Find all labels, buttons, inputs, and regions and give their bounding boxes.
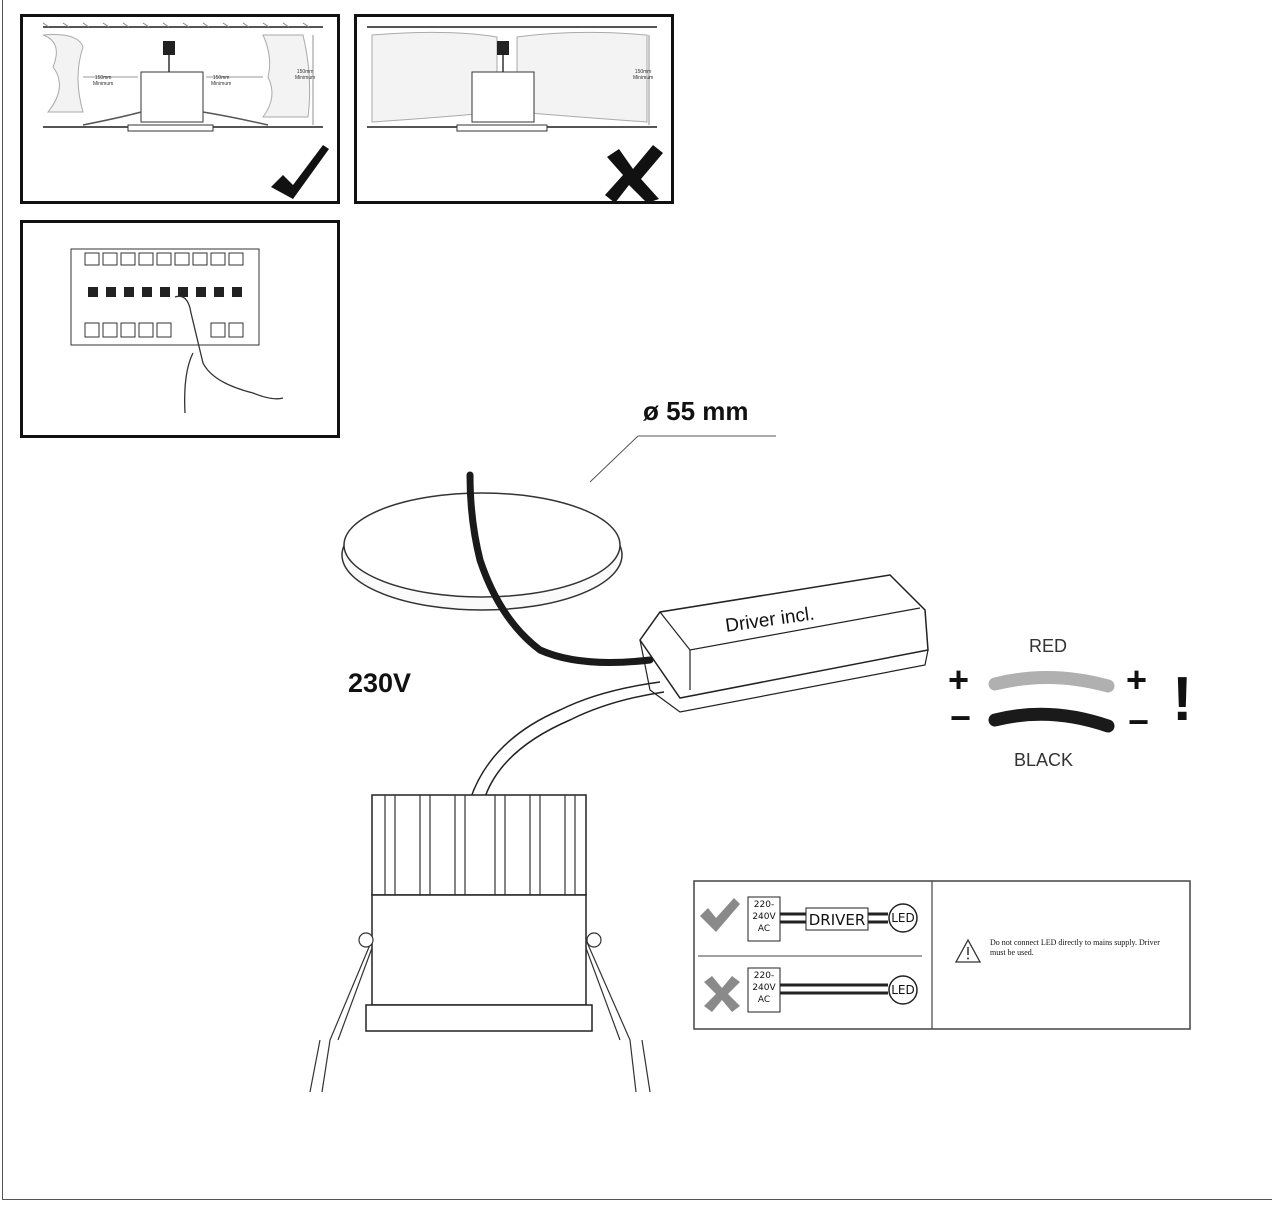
dim-left-label: 150mm Minimum xyxy=(93,75,114,87)
checkmark-icon xyxy=(271,145,329,199)
wiring-instructions-box xyxy=(693,880,1191,1030)
plus-left: + xyxy=(948,659,970,700)
circuit-breaker-drawing xyxy=(70,248,284,414)
dim-height-label-incorrect: 150mm Minimum xyxy=(633,69,654,81)
incorrect-installation-drawing xyxy=(367,26,663,201)
minus-left: − xyxy=(950,697,972,738)
x-icon xyxy=(704,976,740,1012)
led-label-correct: LED xyxy=(891,911,915,925)
black-wire xyxy=(988,707,1115,733)
driver-box xyxy=(639,574,929,713)
minus-right: − xyxy=(1128,701,1150,742)
supply-label-correct: 220- 240V AC xyxy=(752,900,776,934)
diameter-leader-line xyxy=(589,435,639,483)
driver-box-label: DRIVER xyxy=(808,911,866,929)
cross-icon xyxy=(605,145,663,201)
red-wire xyxy=(988,670,1115,693)
wiring-warning-text: Do not connect LED directly to mains sup… xyxy=(990,938,1160,957)
downlight-fixture xyxy=(309,794,651,1093)
correct-installation-drawing xyxy=(42,22,329,199)
circuit-breaker-panel xyxy=(20,220,340,438)
power-wire-2 xyxy=(483,691,665,801)
dim-height-label: 150mm Minimum xyxy=(295,69,316,81)
red-wire-label: RED xyxy=(1029,636,1068,656)
supply-label-incorrect: 220- 240V AC xyxy=(752,971,776,1005)
correct-installation-panel: 150mm Minimum 150mm Minimum 150mm Minimu… xyxy=(20,14,340,204)
led-disc xyxy=(341,492,623,611)
diameter-label: ø 55 mm xyxy=(643,396,749,426)
check-icon xyxy=(700,898,740,932)
voltage-label: 230V xyxy=(348,668,412,698)
power-wire-1 xyxy=(469,681,661,801)
hand-icon xyxy=(174,295,284,414)
black-wire-label: BLACK xyxy=(1014,750,1074,770)
black-cable xyxy=(466,471,654,666)
led-label-incorrect: LED xyxy=(891,983,915,997)
plus-right: + xyxy=(1126,659,1148,700)
warning-exclamation: ! xyxy=(1172,665,1193,734)
incorrect-installation-panel: 150mm Minimum xyxy=(354,14,674,204)
dim-right-label: 150mm Minimum xyxy=(211,75,232,87)
